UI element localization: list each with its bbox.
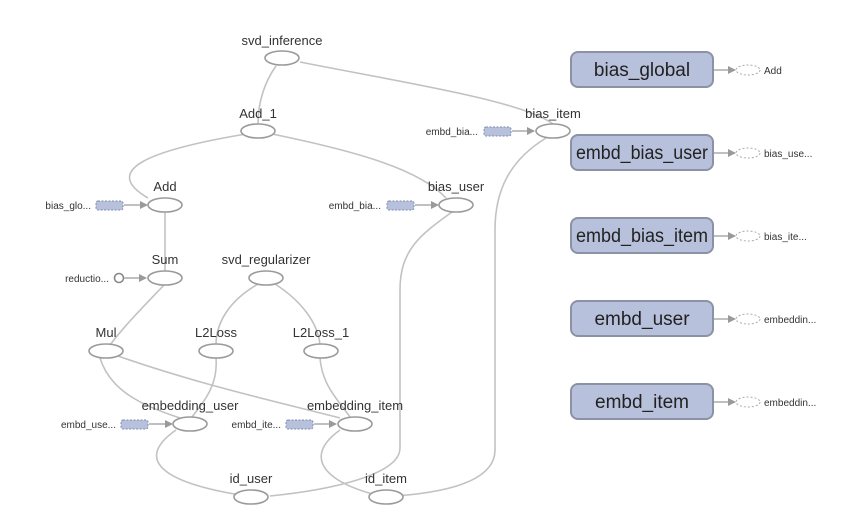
node-l2loss-1-label: L2Loss_1 [293,325,349,340]
graph-edges [99,61,554,497]
node-bias-user[interactable]: bias_user [428,179,485,213]
function-node-embd-bias-item-output-node[interactable] [735,230,761,242]
function-node-bias-global[interactable]: bias_global Add [570,51,782,88]
edge-bias-user-id-user [269,211,453,497]
node-svd-inference-shape[interactable] [264,50,300,66]
edge-svd-inference-add-1 [257,65,277,125]
edge-mul-embedding-item [117,355,341,419]
edge-add-1-bias-user [271,133,447,199]
edge-l2loss-1-embedding-item [319,357,351,418]
edge-svd-regularizer-l2loss-1 [274,283,321,346]
node-add-1-label: Add_1 [239,106,277,121]
edge-sum-mul [109,283,166,346]
node-sum[interactable]: Sum [147,252,183,286]
function-node-embd-item[interactable]: embd_item embeddin... [570,383,816,420]
node-add-shape[interactable] [147,197,183,213]
node-add[interactable]: Add [147,179,183,213]
node-l2loss-1-shape[interactable] [303,343,339,359]
op-nodes: svd_inference Add_1 bias_item Add bias_u… [88,33,581,505]
function-node-embd-user-output-label: embeddin... [764,315,816,326]
edge-embedding-user-id-user [156,429,241,496]
input-bias-global-label: bias_glo... [45,201,91,212]
node-id-item-shape[interactable] [368,489,404,505]
function-node-embd-item-box[interactable] [570,383,714,420]
function-node-embd-user-output-node[interactable] [735,313,761,325]
input-bias-global-node[interactable] [95,200,124,211]
function-nodes: bias_global Add embd_bias_user bias_use.… [570,51,816,420]
node-bias-user-label: bias_user [428,179,485,194]
function-node-embd-bias-user-label: embd_bias_user [576,143,709,164]
edge-svd-inference-bias-item [299,61,554,125]
node-add-label: Add [153,179,176,194]
node-bias-item-shape[interactable] [535,123,571,139]
input-embd-bias-item-node[interactable] [483,126,512,137]
input-embd-user-label: embd_use... [61,420,116,431]
function-node-bias-global-label: bias_global [594,60,690,81]
input-embd-bias-user-node[interactable] [386,200,415,211]
node-id-item-label: id_item [365,471,407,486]
node-l2loss[interactable]: L2Loss [195,325,237,359]
input-embd-bias-item-label: embd_bia... [426,127,478,138]
node-svd-regularizer-shape[interactable] [248,270,284,286]
function-node-embd-user-box[interactable] [570,300,714,337]
function-node-embd-item-output-label: embeddin... [764,398,816,409]
node-add-1-shape[interactable] [240,123,276,139]
node-l2loss-1[interactable]: L2Loss_1 [293,325,349,359]
input-stubs: embd_bia... bias_glo... embd_bia... redu… [45,126,535,431]
node-embedding-item[interactable]: embedding_item [307,398,403,432]
function-node-embd-bias-user-output-label: bias_use... [764,149,812,160]
node-svd-inference-label: svd_inference [242,33,323,48]
function-node-embd-bias-item-output-label: bias_ite... [764,232,807,243]
function-node-embd-bias-user-box[interactable] [570,134,714,171]
function-node-embd-bias-user-output-node[interactable] [735,147,761,159]
function-node-bias-global-output-node[interactable] [735,64,761,76]
node-id-user[interactable]: id_user [230,471,273,505]
input-embd-bias-user-label: embd_bia... [329,201,381,212]
edge-svd-regularizer-l2loss [215,283,259,346]
function-node-embd-bias-user[interactable]: embd_bias_user bias_use... [570,134,812,171]
node-embedding-item-shape[interactable] [337,416,373,432]
node-add-1[interactable]: Add_1 [239,106,277,139]
function-node-embd-user[interactable]: embd_user embeddin... [570,300,816,337]
node-embedding-user[interactable]: embedding_user [142,398,240,432]
edge-add-1-add [128,133,247,199]
node-svd-inference[interactable]: svd_inference [242,33,323,66]
input-embd-item-node[interactable] [285,419,314,430]
function-node-embd-bias-item-label: embd_bias_item [576,226,708,247]
input-embd-user-node[interactable] [120,419,149,430]
input-reduction-node[interactable] [113,272,125,284]
function-node-bias-global-output-label: Add [764,66,782,77]
node-mul[interactable]: Mul [88,325,124,359]
function-node-embd-item-label: embd_item [595,392,689,413]
node-sum-shape[interactable] [147,270,183,286]
node-embedding-item-label: embedding_item [307,398,403,413]
edge-l2loss-embedding-user [191,357,217,418]
function-node-bias-global-box[interactable] [570,51,714,88]
node-svd-regularizer-label: svd_regularizer [222,252,312,267]
node-id-item[interactable]: id_item [365,471,407,505]
function-node-embd-bias-item-box[interactable] [570,217,714,254]
input-reduction-label: reductio... [65,274,109,285]
node-l2loss-label: L2Loss [195,325,237,340]
edge-mul-embedding-user [99,357,181,419]
node-id-user-label: id_user [230,471,273,486]
node-l2loss-shape[interactable] [198,343,234,359]
node-bias-item-label: bias_item [525,106,581,121]
node-embedding-user-label: embedding_user [142,398,240,413]
node-embedding-user-shape[interactable] [172,416,208,432]
function-node-embd-user-label: embd_user [594,309,690,330]
node-mul-label: Mul [96,325,117,340]
node-id-user-shape[interactable] [233,489,269,505]
edge-embedding-item-id-item [320,429,377,496]
edge-bias-item-id-item [395,137,547,497]
node-bias-user-shape[interactable] [438,197,474,213]
function-node-embd-bias-item[interactable]: embd_bias_item bias_ite... [570,217,807,254]
node-mul-shape[interactable] [88,343,124,359]
function-node-embd-item-output-node[interactable] [735,396,761,408]
input-embd-item-label: embd_ite... [232,420,281,431]
node-bias-item[interactable]: bias_item [525,106,581,139]
node-sum-label: Sum [152,252,179,267]
node-svd-regularizer[interactable]: svd_regularizer [222,252,312,286]
